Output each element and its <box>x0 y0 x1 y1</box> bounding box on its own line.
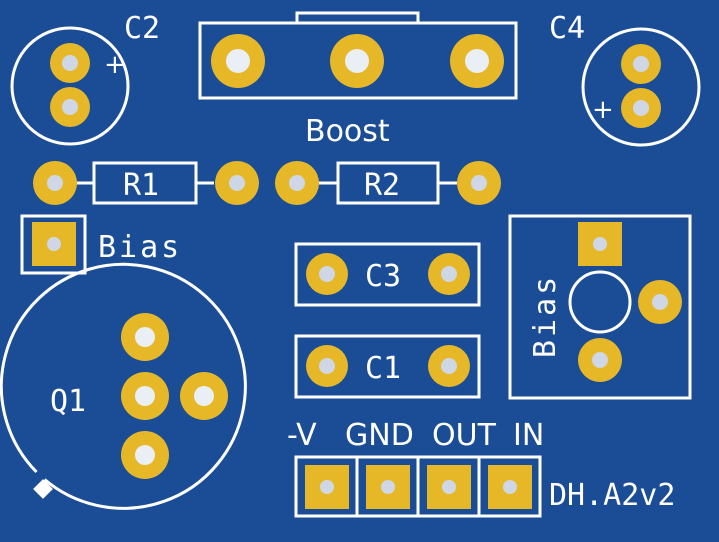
c1-hole-2 <box>441 358 457 374</box>
bias-testpoint: Bias <box>20 214 182 275</box>
c3-outline <box>294 242 481 307</box>
header-label-in: IN <box>513 418 544 453</box>
q1-outline <box>0 262 247 510</box>
r1-hole-1 <box>47 175 63 191</box>
q1-tab-marker <box>33 479 53 499</box>
r2-body <box>336 161 440 205</box>
resistor-r1: R1 <box>33 161 259 205</box>
c2-plus-mark: + <box>104 50 126 80</box>
c4-outline <box>581 27 701 147</box>
q1-hole-bottom <box>135 445 155 465</box>
bias-trimmer-knob-outline <box>568 270 632 334</box>
c2-outline <box>10 26 130 146</box>
r2-hole-2 <box>471 175 487 191</box>
boost-knob-outline <box>295 11 420 23</box>
capacitor-c3: C3 <box>294 242 481 307</box>
transistor-q1: Q1 <box>0 262 247 510</box>
bias-trimmer: Bias <box>508 214 692 400</box>
c2-hole-positive <box>62 55 78 71</box>
bias-trimmer-outline <box>508 214 692 400</box>
r1-body <box>92 161 198 205</box>
potentiometer-boost: Boost <box>198 11 518 149</box>
r1-label: R1 <box>123 168 159 203</box>
capacitor-c1: C1 <box>294 334 481 399</box>
c3-hole-1 <box>319 266 335 282</box>
capacitor-c2: C2 + <box>10 11 160 146</box>
header-label-gnd: GND <box>345 418 414 453</box>
boost-hole-3 <box>465 49 489 73</box>
c3-label: C3 <box>365 259 401 294</box>
resistor-r2: R2 <box>275 161 501 205</box>
c1-outline <box>294 334 481 399</box>
q1-hole-right <box>194 386 214 406</box>
c3-hole-2 <box>441 266 457 282</box>
connector-header: -V GND OUT IN DH.A2v2 <box>287 418 675 518</box>
header-label-neg-v: -V <box>287 418 317 453</box>
bias-trimmer-hole-2 <box>652 294 668 310</box>
bias-left-label: Bias <box>98 230 182 265</box>
r2-hole-1 <box>289 175 305 191</box>
c4-plus-mark: + <box>592 95 614 125</box>
c4-hole-positive <box>633 100 649 116</box>
c2-hole-negative <box>62 99 78 115</box>
bias-right-label: Bias <box>528 274 563 358</box>
bias-trimmer-hole-3 <box>592 352 608 368</box>
header-hole-out <box>442 480 456 494</box>
boost-hole-1 <box>226 49 250 73</box>
boost-hole-2 <box>345 49 369 73</box>
header-hole-gnd <box>381 480 395 494</box>
header-hole-in <box>503 480 517 494</box>
c4-hole-negative <box>633 56 649 72</box>
r1-hole-2 <box>229 175 245 191</box>
bias-testpoint-outline <box>20 214 87 275</box>
r2-label: R2 <box>364 168 400 203</box>
c1-hole-1 <box>319 358 335 374</box>
header-hole-neg-v <box>320 480 334 494</box>
boost-label: Boost <box>305 114 390 149</box>
capacitor-c4: C4 + <box>549 11 701 147</box>
q1-label: Q1 <box>50 384 86 419</box>
bias-trimmer-hole-1 <box>593 237 607 251</box>
boost-outline <box>198 21 518 100</box>
c4-label: C4 <box>549 11 585 46</box>
q1-hole-center <box>135 386 155 406</box>
bias-testpoint-hole <box>47 237 61 251</box>
q1-hole-top <box>135 327 155 347</box>
header-label-out: OUT <box>432 418 497 453</box>
c1-label: C1 <box>365 351 401 386</box>
c2-label: C2 <box>124 11 160 46</box>
board-name-label: DH.A2v2 <box>549 478 675 513</box>
